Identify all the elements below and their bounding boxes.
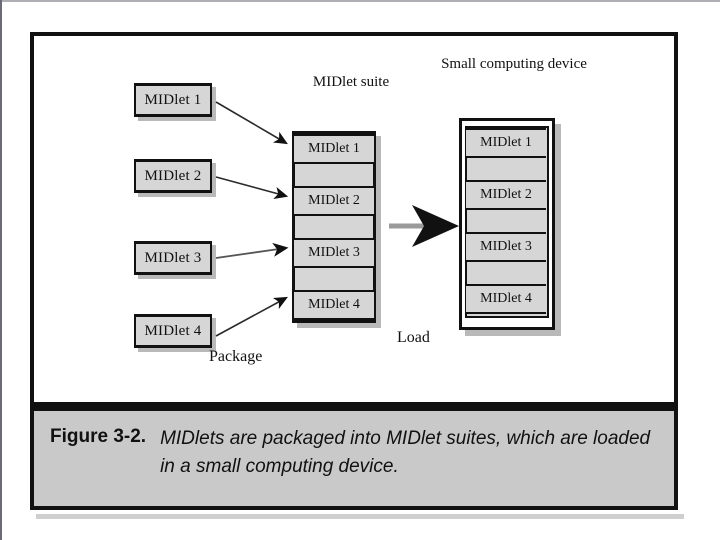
caption-divider-rule xyxy=(34,402,674,411)
arrow-midlet1-to-suite xyxy=(215,101,288,145)
figure-frame: MIDlet 1 MIDlet 2 MIDlet 3 MIDlet 4 MIDl… xyxy=(30,32,678,510)
label-load: Load xyxy=(397,329,430,346)
midlet-box-left-3[interactable]: MIDlet 3 xyxy=(134,241,212,275)
device-cell-4[interactable]: MIDlet 4 xyxy=(466,284,546,314)
suite-cell-4[interactable]: MIDlet 4 xyxy=(294,290,374,320)
device-cell-3[interactable]: MIDlet 3 xyxy=(466,232,546,262)
device-cell-2-label: MIDlet 2 xyxy=(480,187,532,202)
figure-caption-label: Figure 3-2. xyxy=(50,426,147,447)
midlet-box-left-4[interactable]: MIDlet 4 xyxy=(134,314,212,348)
device-cell-2[interactable]: MIDlet 2 xyxy=(466,180,546,210)
suite-cell-1-label: MIDlet 1 xyxy=(308,141,360,156)
midlet-suite-stack[interactable]: MIDlet 1 MIDlet 2 MIDlet 3 MIDlet 4 xyxy=(292,131,376,323)
page-edge-left xyxy=(0,0,2,540)
page-edge-top xyxy=(0,0,720,2)
midlet-box-left-2-label: MIDlet 2 xyxy=(144,167,202,184)
suite-cell-3[interactable]: MIDlet 3 xyxy=(294,238,374,268)
suite-cell-4-label: MIDlet 4 xyxy=(308,297,360,312)
figure-drop-shadow xyxy=(36,514,684,519)
midlet-box-left-1[interactable]: MIDlet 1 xyxy=(134,83,212,117)
device-cell-1-label: MIDlet 1 xyxy=(480,135,532,150)
arrow-midlet3-to-suite xyxy=(215,242,289,259)
suite-cell-2-label: MIDlet 2 xyxy=(308,193,360,208)
device-cell-4-label: MIDlet 4 xyxy=(480,291,532,306)
device-suite-stack[interactable]: MIDlet 1 MIDlet 2 MIDlet 3 MIDlet 4 xyxy=(465,126,549,318)
label-package: Package xyxy=(209,348,263,365)
arrow-midlet4-to-suite xyxy=(215,296,288,337)
device-cell-3-label: MIDlet 3 xyxy=(480,239,532,254)
small-computing-device-title: Small computing device xyxy=(441,56,587,72)
arrow-midlet2-to-suite xyxy=(215,176,289,200)
figure-caption-text: MIDlets are packaged into MIDlet suites,… xyxy=(160,428,651,477)
midlet-box-left-3-label: MIDlet 3 xyxy=(144,249,202,266)
midlet-box-left-2[interactable]: MIDlet 2 xyxy=(134,159,212,193)
suite-cell-2[interactable]: MIDlet 2 xyxy=(294,186,374,216)
device-cell-1[interactable]: MIDlet 1 xyxy=(466,128,546,158)
figure-caption: Figure 3-2. MIDlets are packaged into MI… xyxy=(34,411,674,506)
midlet-box-left-1-label: MIDlet 1 xyxy=(144,91,202,108)
midlet-box-left-4-label: MIDlet 4 xyxy=(144,322,202,339)
suite-cell-3-label: MIDlet 3 xyxy=(308,245,360,260)
diagram-canvas: MIDlet 1 MIDlet 2 MIDlet 3 MIDlet 4 MIDl… xyxy=(34,36,674,401)
midlet-suite-title: MIDlet suite xyxy=(312,74,390,90)
suite-cell-1[interactable]: MIDlet 1 xyxy=(294,134,374,164)
